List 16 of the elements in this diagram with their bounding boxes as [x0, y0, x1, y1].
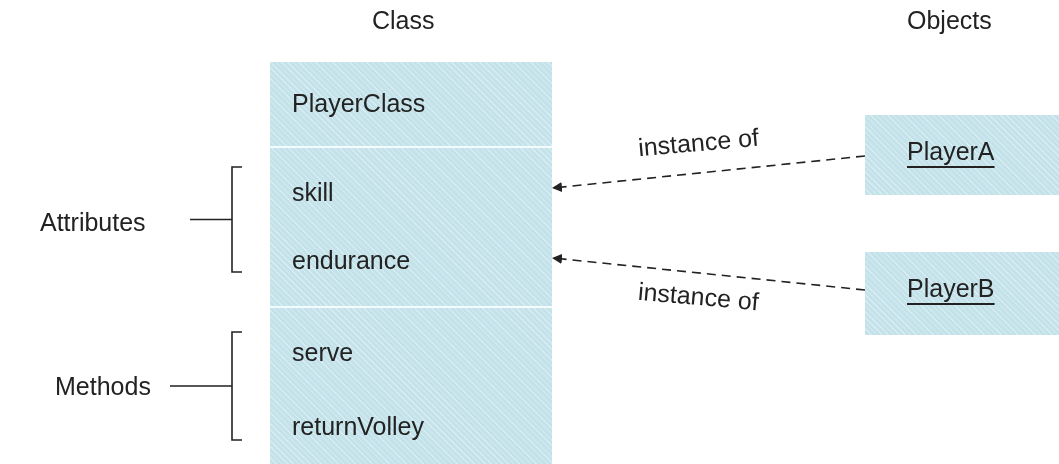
dashed-arrow: [552, 253, 866, 291]
object-box: [865, 115, 1059, 195]
object-box: [865, 252, 1059, 335]
method-name: serve: [292, 338, 354, 367]
method-name: returnVolley: [292, 412, 425, 441]
column-heading: Class: [372, 6, 435, 35]
object-name: PlayerB: [907, 274, 995, 303]
class-name: PlayerClass: [292, 89, 426, 118]
object-name: PlayerA: [907, 137, 995, 166]
dashed-arrow: [552, 155, 866, 193]
bracket-label: Attributes: [40, 208, 146, 237]
class-box: [270, 62, 552, 464]
attribute-name: skill: [292, 178, 334, 207]
attribute-name: endurance: [292, 246, 411, 275]
bracket-label: Methods: [55, 372, 151, 401]
column-heading: Objects: [907, 6, 992, 35]
